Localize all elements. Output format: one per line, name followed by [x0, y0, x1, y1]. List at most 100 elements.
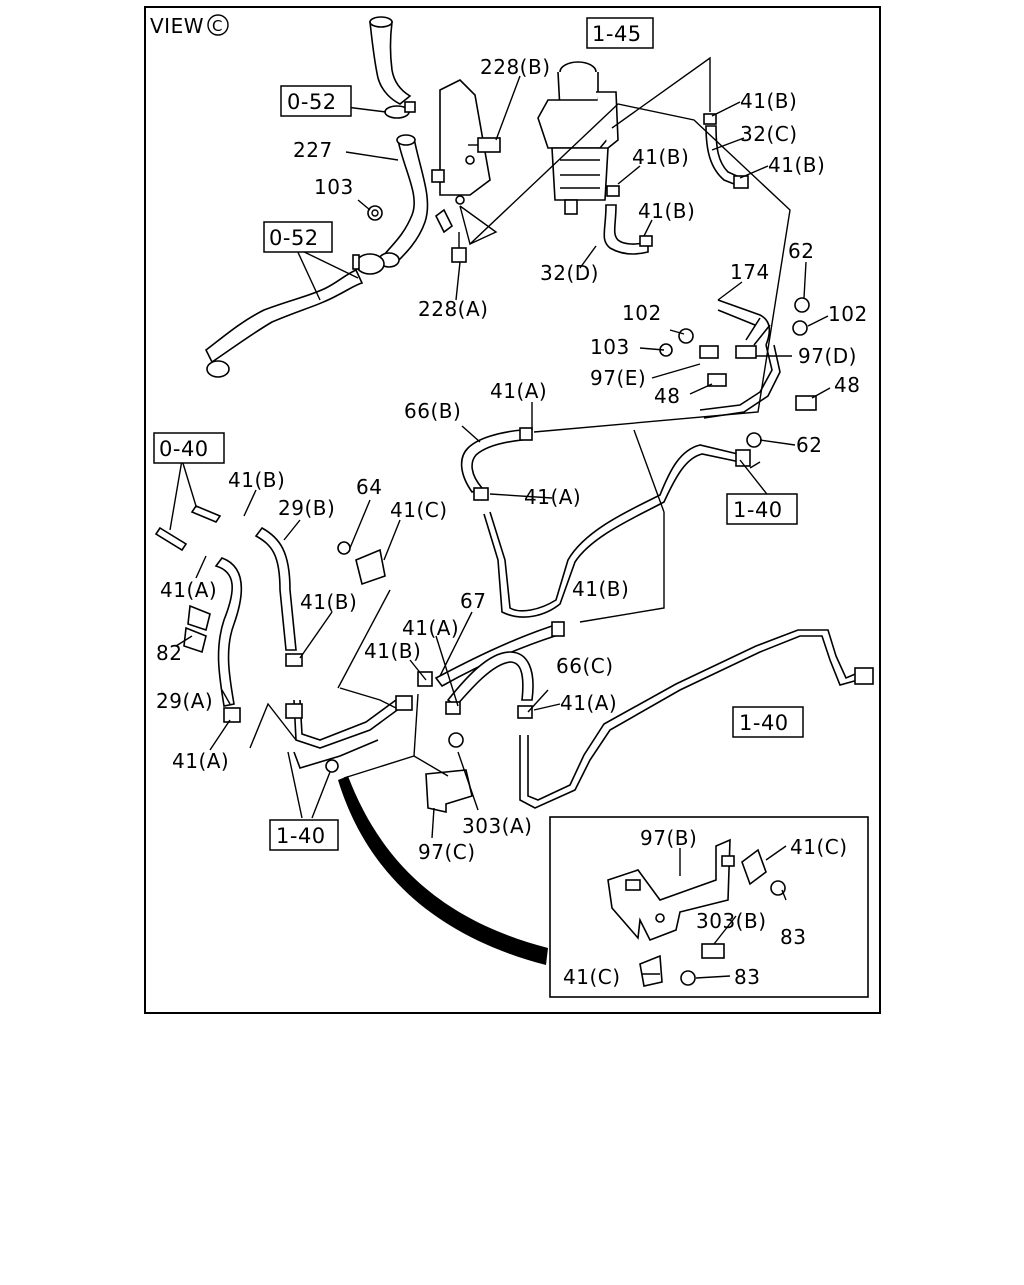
label-41a-bottom: 41(A): [172, 749, 229, 773]
hose-29a: [214, 557, 243, 723]
label-41b-top-right: 41(B): [740, 89, 797, 113]
detail-inset-frame: [549, 816, 869, 998]
bolt-228b: [468, 137, 501, 153]
label-228a: 228(A): [418, 297, 488, 321]
view-symbol-circle: [207, 14, 229, 36]
label-62-upper: 62: [788, 239, 814, 263]
label-83-lower: 83: [734, 965, 760, 989]
label-174: 174: [730, 260, 770, 284]
label-41b-67: 41(B): [572, 577, 629, 601]
label-41b-middle: 41(B): [364, 639, 421, 663]
label-82: 82: [156, 641, 182, 665]
clamp-41c-inset-upper: [741, 848, 767, 886]
part-labels: 228(B) 227 103 228(A) 41(B) 32(C) 41(B) …: [156, 55, 868, 989]
diagram-frame: [144, 6, 881, 1014]
svg-text:1-40: 1-40: [733, 498, 783, 522]
label-41a-66b: 41(A): [524, 485, 581, 509]
label-41b-29b: 41(B): [300, 590, 357, 614]
clamp-82: [183, 604, 211, 654]
label-32c: 32(C): [740, 122, 798, 146]
label-97b: 97(B): [640, 826, 697, 850]
inset-leader-lines: [642, 845, 787, 979]
label-41a-middle: 41(A): [402, 616, 459, 640]
label-66c: 66(C): [556, 654, 614, 678]
label-41a-66c: 41(A): [560, 691, 617, 715]
label-41c-upper: 41(C): [390, 498, 448, 522]
hose-29b: [254, 526, 303, 667]
label-97c: 97(C): [418, 840, 476, 864]
bracket-97c: [425, 732, 473, 813]
bolt-48b: [795, 395, 817, 411]
svg-text:0-40: 0-40: [159, 437, 209, 461]
leader-lines: [169, 56, 831, 839]
clamp-near-bracket: [434, 208, 454, 234]
label-41b-filter: 41(B): [632, 145, 689, 169]
bolt-62a: [794, 297, 810, 313]
pipe-174-group: [699, 299, 781, 419]
ref-box-1-40-left: 1-40: [269, 819, 339, 851]
bolt-62b: [746, 432, 762, 448]
svg-text:1-40: 1-40: [276, 824, 326, 848]
hose-66c: [445, 651, 534, 719]
ref-box-0-52-lower: 0-52: [263, 221, 333, 253]
label-41c-inset-upper: 41(C): [790, 835, 848, 859]
hose-66b: [460, 427, 533, 501]
label-29b: 29(B): [278, 496, 335, 520]
detail-arrow: [338, 776, 548, 965]
hose-227: [378, 134, 429, 268]
bolt-228a: [451, 232, 467, 263]
ref-box-1-45: 1-45: [586, 17, 654, 49]
hose-32d: [603, 185, 653, 255]
label-41a-top: 41(A): [490, 379, 547, 403]
label-67: 67: [460, 589, 486, 613]
label-303b: 303(B): [696, 909, 767, 933]
label-228b: 228(B): [480, 55, 551, 79]
label-41b-32d: 41(B): [638, 199, 695, 223]
label-303a: 303(A): [462, 814, 532, 838]
label-41c-inset-lower: 41(C): [563, 965, 621, 989]
nut-103: [367, 205, 383, 221]
hose-lower-left: [204, 253, 385, 378]
label-97d: 97(D): [798, 344, 857, 368]
svg-text:0-52: 0-52: [287, 90, 337, 114]
clamp-41c-inset-lower: [639, 954, 663, 987]
label-41a-left: 41(A): [160, 578, 217, 602]
nut-102a: [678, 328, 694, 344]
ref-box-1-40-right-upper: 1-40: [726, 493, 798, 525]
pipe-junction-lower: [285, 671, 433, 773]
label-103-lower: 103: [590, 335, 630, 359]
label-48-left: 48: [654, 384, 680, 408]
bolt-303b: [701, 943, 725, 959]
label-97e: 97(E): [590, 366, 646, 390]
bolt-48a: [707, 373, 727, 387]
label-41b-right: 41(B): [768, 153, 825, 177]
label-102-left: 102: [622, 301, 662, 325]
ref-box-0-40: 0-40: [153, 432, 225, 464]
ref-box-1-40-right-lower: 1-40: [732, 706, 804, 738]
ref-box-0-52-upper: 0-52: [280, 85, 352, 117]
label-29a: 29(A): [156, 689, 213, 713]
nut-83-lower: [680, 970, 696, 986]
clamp-41c-upper: [337, 541, 386, 586]
label-41b-left: 41(B): [228, 468, 285, 492]
pipe-0-40-stubs: [154, 505, 222, 552]
svg-text:1-45: 1-45: [592, 22, 642, 46]
svg-text:0-52: 0-52: [269, 226, 319, 250]
bracket-97b: [607, 838, 735, 942]
svg-text:1-40: 1-40: [739, 711, 789, 735]
label-66b: 66(B): [404, 399, 461, 423]
view-title: VIEW: [150, 14, 204, 38]
fuel-filter-assembly: [537, 61, 619, 215]
label-48-right: 48: [834, 373, 860, 397]
pipe-1-40-b: [519, 629, 874, 809]
label-83-upper: 83: [780, 925, 806, 949]
label-64: 64: [356, 475, 382, 499]
view-symbol: C: [212, 17, 222, 35]
pipe-1-40-a: [483, 444, 751, 618]
nut-102b: [792, 320, 808, 336]
label-103-upper: 103: [314, 175, 354, 199]
label-102-right: 102: [828, 302, 868, 326]
label-62-lower: 62: [796, 433, 822, 457]
